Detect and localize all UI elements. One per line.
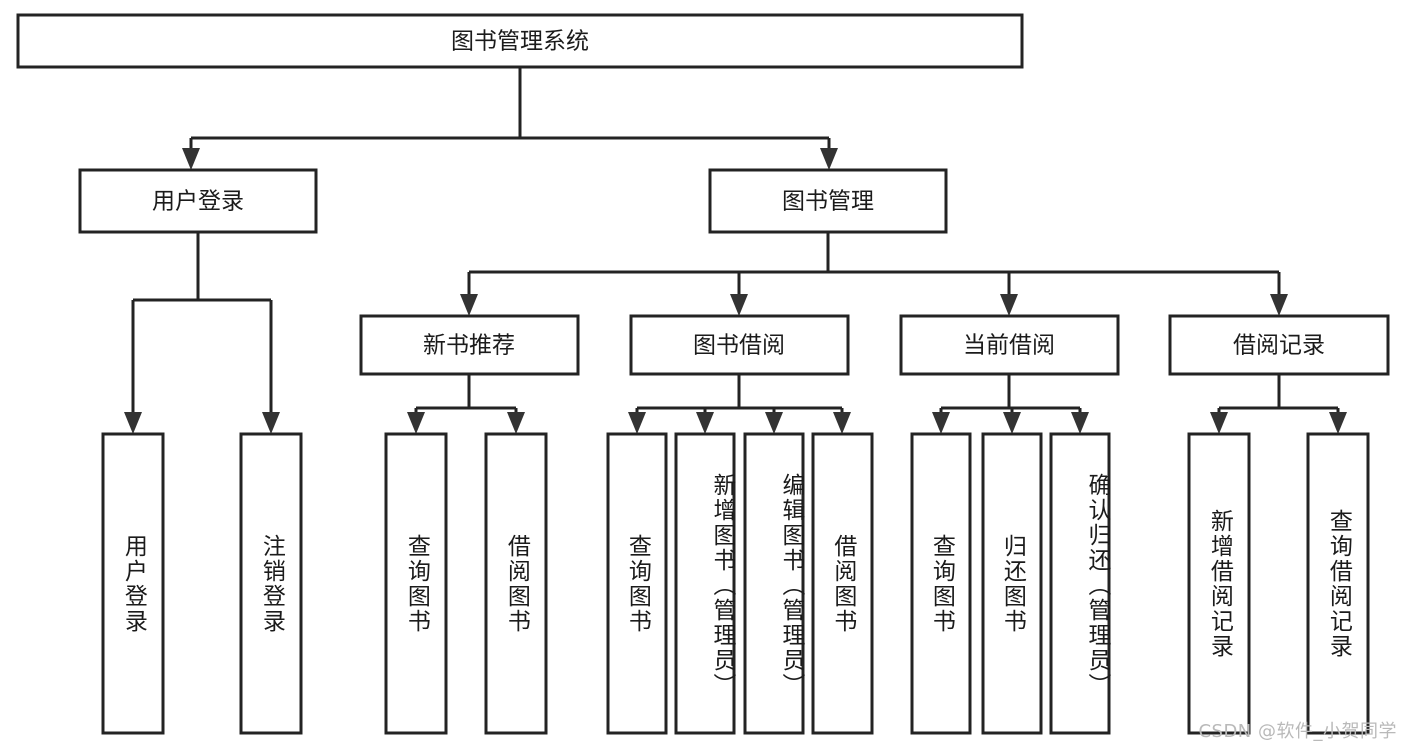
node-user-login-box[interactable] (78, 168, 318, 234)
node-borrow-record-box[interactable] (1168, 314, 1390, 376)
node-user-login-label: 用户登录 (152, 189, 244, 215)
node-leaf-user-login-box[interactable] (101, 432, 165, 735)
arrow-head-leaf-query-borrow-record (1329, 412, 1347, 434)
node-leaf-add-book-admin-box[interactable] (674, 432, 736, 735)
node-leaf-query-book-borrow-box[interactable] (606, 432, 668, 735)
node-borrow-record[interactable]: 借阅记录 (1168, 314, 1390, 376)
node-leaf-return-book-box[interactable] (981, 432, 1043, 735)
node-book-borrow[interactable]: 图书借阅 (629, 314, 850, 376)
node-current-borrow[interactable]: 当前借阅 (899, 314, 1120, 376)
node-leaf-borrow-book-recommend-box[interactable] (484, 432, 548, 735)
arrow-head-leaf-edit-book-admin (765, 412, 783, 434)
csdn-watermark: CSDN @软件_小贺同学 (1198, 721, 1397, 742)
node-root-label: 图书管理系统 (451, 29, 589, 55)
node-root[interactable]: 图书管理系统 (16, 13, 1024, 69)
node-leaf-query-book-recommend-box[interactable] (384, 432, 448, 735)
node-book-management[interactable]: 图书管理 (708, 168, 948, 234)
node-leaf-add-borrow-record-box[interactable] (1187, 432, 1251, 735)
arrow-head-user-login (182, 148, 200, 170)
arrow-head-leaf-borrow-book (833, 412, 851, 434)
node-leaf-query-borrow-record-box[interactable] (1306, 432, 1370, 735)
arrow-head-leaf-query-book-recommend (407, 412, 425, 434)
nodes-layer: 图书管理系统 用户登录 图书管理 新书推荐 图书借阅 (16, 13, 1390, 735)
arrow-head-book-management (820, 148, 838, 170)
arrow-head-leaf-return-book (1003, 412, 1021, 434)
node-user-login[interactable]: 用户登录 (78, 168, 318, 234)
node-book-management-label: 图书管理 (782, 189, 874, 215)
node-new-book-recommend[interactable]: 新书推荐 (359, 314, 580, 376)
node-leaf-confirm-return-admin-box[interactable] (1049, 432, 1111, 735)
arrow-head-leaf-query-book-current (932, 412, 950, 434)
node-current-borrow-box[interactable] (899, 314, 1120, 376)
arrow-head-current-borrow (1000, 294, 1018, 316)
connectors-layer (124, 67, 1347, 434)
node-root-box[interactable] (16, 13, 1024, 69)
arrow-head-leaf-borrow-book-recommend (507, 412, 525, 434)
arrow-head-book-borrow (730, 294, 748, 316)
node-leaf-query-book-current-box[interactable] (910, 432, 972, 735)
arrow-head-new-book-recommend (460, 294, 478, 316)
arrow-head-leaf-logout-login (262, 412, 280, 434)
node-leaf-edit-book-admin-box[interactable] (743, 432, 805, 735)
arrow-head-leaf-confirm-return-admin (1071, 412, 1089, 434)
node-new-book-recommend-label: 新书推荐 (423, 333, 515, 359)
node-book-borrow-label: 图书借阅 (693, 333, 785, 359)
node-leaf-borrow-book-box[interactable] (811, 432, 874, 735)
node-new-book-recommend-box[interactable] (359, 314, 580, 376)
node-current-borrow-label: 当前借阅 (963, 333, 1055, 359)
arrow-head-leaf-add-book-admin (696, 412, 714, 434)
node-book-borrow-box[interactable] (629, 314, 850, 376)
node-borrow-record-label: 借阅记录 (1233, 333, 1325, 359)
arrow-head-leaf-add-borrow-record (1210, 412, 1228, 434)
node-leaf-logout-login-box[interactable] (239, 432, 303, 735)
arrow-head-leaf-user-login (124, 412, 142, 434)
arrow-head-leaf-query-book-borrow (628, 412, 646, 434)
arrow-head-borrow-record (1270, 294, 1288, 316)
node-book-management-box[interactable] (708, 168, 948, 234)
